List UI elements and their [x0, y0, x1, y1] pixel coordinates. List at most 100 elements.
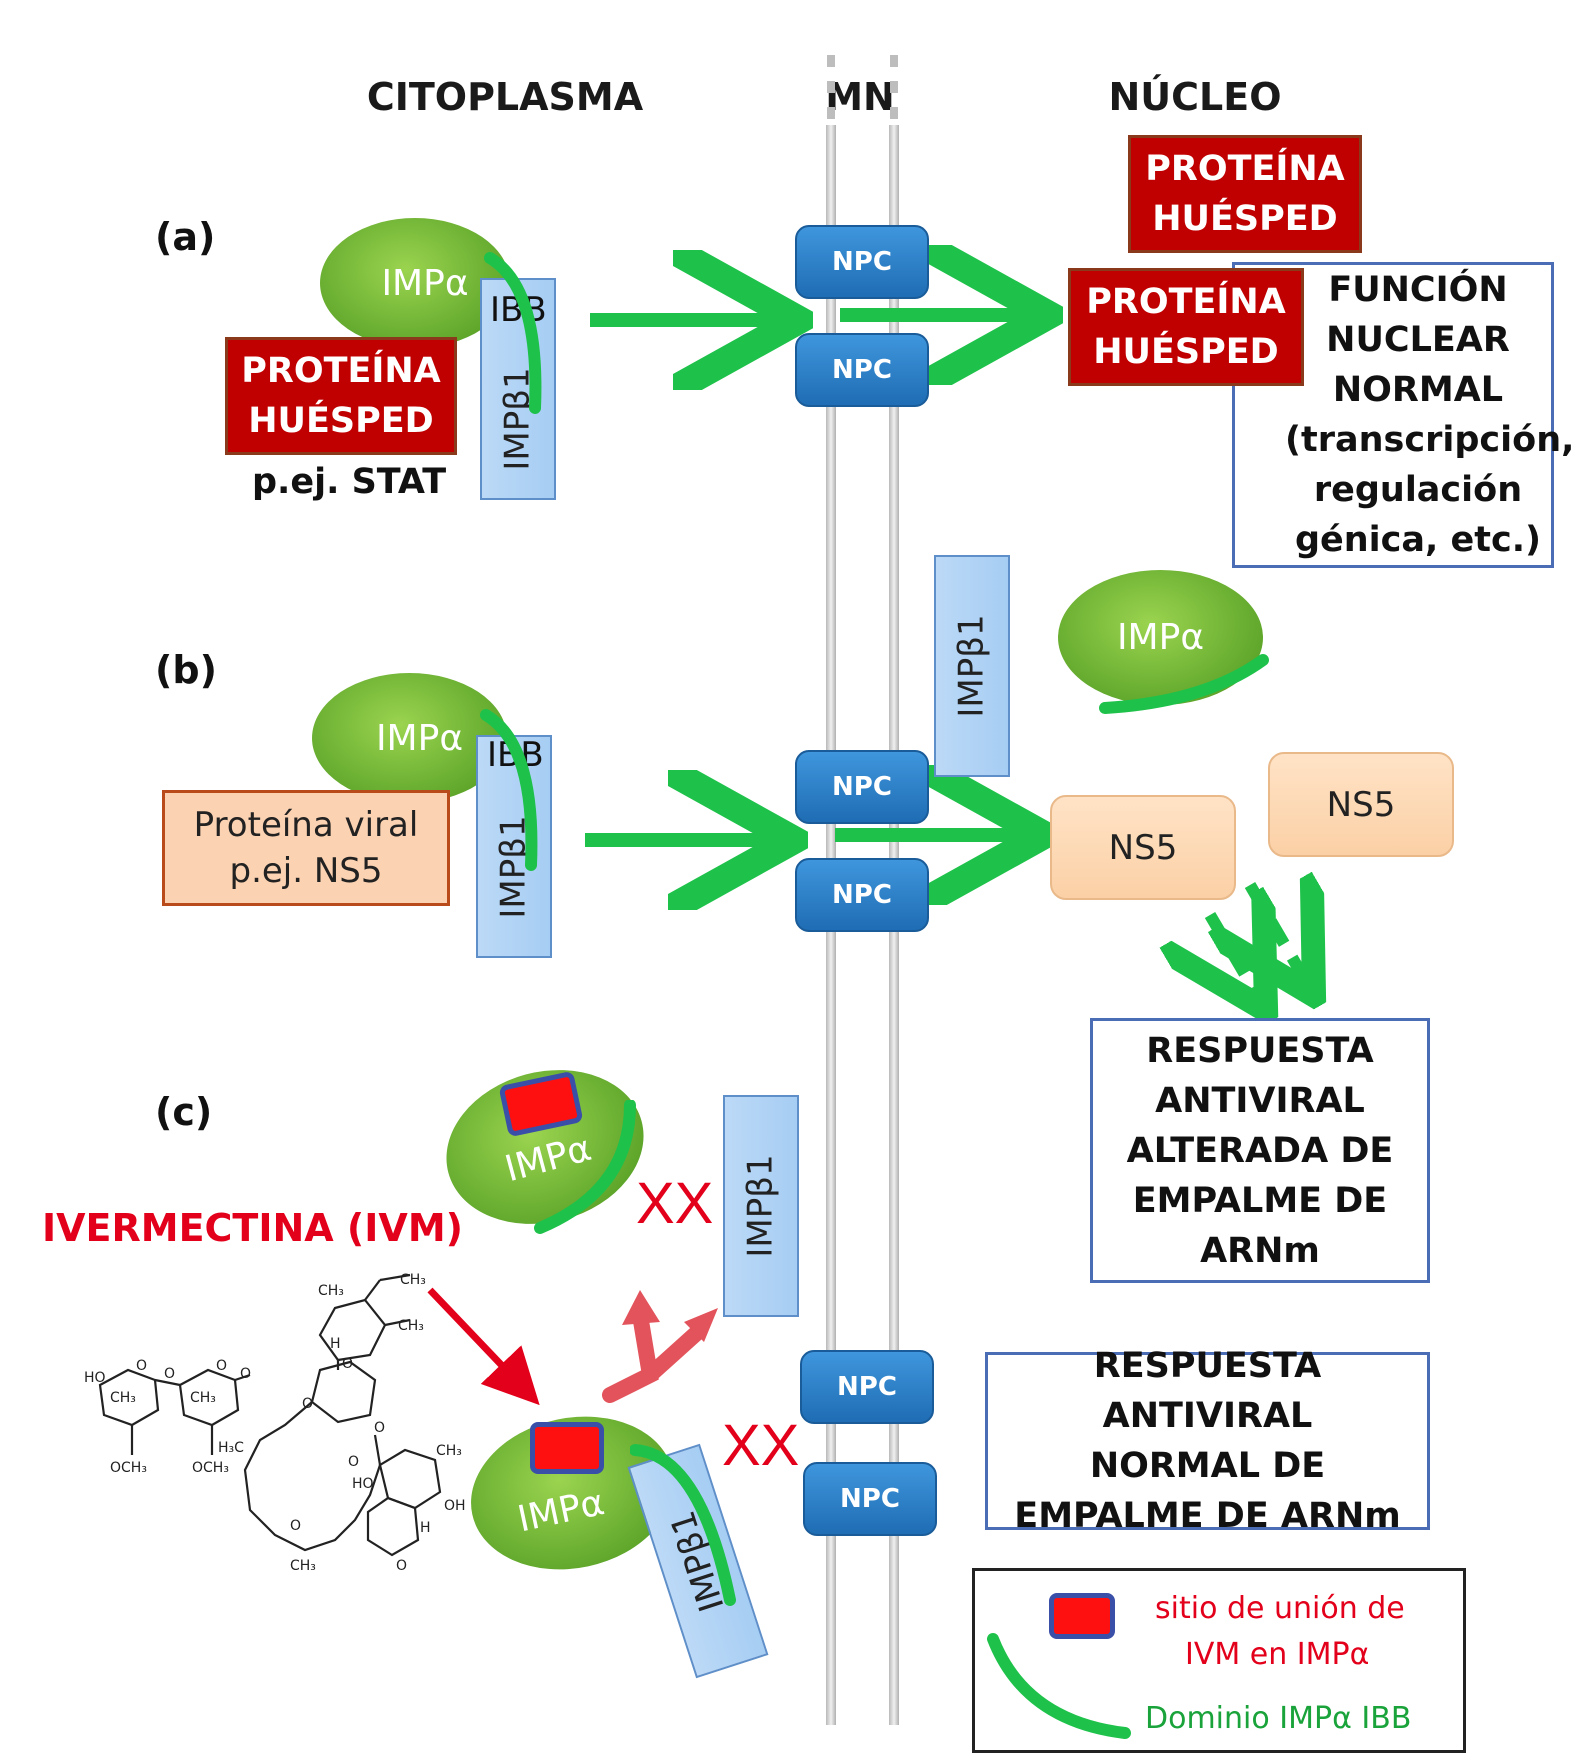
legend-binding-site-line2: IVM en IMPα: [1185, 1637, 1370, 1672]
function-line: regulación: [1313, 470, 1523, 510]
response-line: RESPUESTA: [1146, 1030, 1374, 1071]
normal-response-box: RESPUESTA ANTIVIRAL NORMAL DE EMPALME DE…: [985, 1346, 1430, 1536]
imp-alpha-label: IMPα: [514, 1481, 608, 1540]
membrane-dashes: [827, 55, 898, 125]
mol-label: OCH₃: [110, 1460, 147, 1476]
imp-alpha-label: IMPα: [1116, 617, 1205, 658]
imp-alpha-label: IMPα: [375, 717, 464, 759]
mol-label: CH₃: [318, 1283, 344, 1299]
imp-beta-nucleus: IMPβ1: [934, 555, 1010, 777]
ibb-domain-nucleus: [1099, 654, 1269, 714]
mol-label: H: [420, 1520, 431, 1536]
npc-c-bottom: NPC: [803, 1462, 937, 1536]
imp-beta-label: IMPβ1: [741, 1154, 782, 1258]
npc-c-top: NPC: [800, 1350, 934, 1424]
mol-label: O: [374, 1420, 385, 1436]
imp-beta-a: IMPβ1: [480, 278, 556, 500]
legend-ibb-swatch: [987, 1633, 1131, 1739]
host-line2: HUÉSPED: [248, 401, 434, 441]
response-line: EMPALME DE ARNm: [1014, 1496, 1401, 1536]
response-line: NORMAL DE: [1089, 1446, 1326, 1486]
response-line: ANTIVIRAL: [1155, 1080, 1365, 1121]
mol-label: HO: [84, 1370, 106, 1386]
imp-beta-c-top: IMPβ1: [723, 1095, 799, 1317]
mol-label: O: [216, 1358, 227, 1374]
host-protein-a: PROTEÍNA HUÉSPED: [225, 337, 457, 455]
altered-response-box: RESPUESTA ANTIVIRAL ALTERADA DE EMPALME …: [1090, 1018, 1430, 1283]
viral-line2: p.ej. NS5: [229, 851, 383, 891]
example-stat: p.ej. STAT: [252, 462, 447, 502]
npc-a-bottom: NPC: [795, 333, 929, 407]
mol-label: O: [136, 1358, 147, 1374]
nuc-host2-line1: PROTEÍNA: [1086, 282, 1286, 322]
ibb-domain-a: [484, 252, 542, 414]
mol-label: OH: [444, 1498, 466, 1514]
nuclear-host-protein-bottom: PROTEÍNA HUÉSPED: [1068, 268, 1304, 386]
panel-label-a: (a): [155, 215, 216, 259]
legend-ibb-domain: Dominio IMPα IBB: [1145, 1701, 1412, 1736]
mol-label: CH₃: [436, 1443, 462, 1459]
viral-line1: Proteína viral: [193, 805, 419, 845]
arrow-b-dashed-1: [1210, 915, 1260, 1000]
host-line1: PROTEÍNA: [241, 351, 441, 391]
viral-protein-box: Proteína viral p.ej. NS5: [162, 790, 450, 906]
mol-label: OCH₃: [192, 1460, 229, 1476]
nuc-host-line1: PROTEÍNA: [1145, 149, 1345, 189]
arrow-ivm: [427, 1287, 540, 1406]
mol-label: O: [240, 1366, 251, 1382]
ns5-box-b: NS5: [1268, 752, 1454, 857]
npc-b-bottom: NPC: [795, 858, 929, 932]
npc-a-top: NPC: [795, 225, 929, 299]
response-line: ALTERADA DE: [1126, 1130, 1394, 1171]
arrow-fork-head-left: [622, 1290, 660, 1325]
mol-label: O: [302, 1396, 313, 1412]
ibb-domain-c-top: [534, 1100, 636, 1234]
mol-label: O: [348, 1454, 359, 1470]
nuclear-host-protein-top: PROTEÍNA HUÉSPED: [1128, 135, 1362, 253]
function-line: FUNCIÓN: [1328, 270, 1508, 310]
mol-label: CH₃: [290, 1558, 316, 1574]
mol-label: O: [290, 1518, 301, 1534]
legend-box: sitio de unión de IVM en IMPα Dominio IM…: [972, 1568, 1466, 1753]
function-line: (transcripción,: [1285, 420, 1575, 460]
legend-binding-site-line1: sitio de unión de: [1155, 1591, 1405, 1626]
arrow-b-dashed-2: [1250, 885, 1308, 985]
mol-label: O: [164, 1366, 175, 1382]
ibb-domain-c-bottom: [630, 1444, 736, 1606]
mol-label: CH₃: [110, 1390, 136, 1406]
imp-alpha-a: IMPα: [320, 218, 510, 348]
mol-label: O: [396, 1558, 407, 1574]
mol-label: CH₃: [400, 1272, 426, 1288]
nuclear-function-box: FUNCIÓN NUCLEAR NORMAL (transcripción, r…: [1232, 262, 1575, 568]
ns5-box-a: NS5: [1050, 795, 1236, 900]
panel-label-b: (b): [155, 648, 217, 692]
npc-b-top: NPC: [795, 750, 929, 824]
response-line: EMPALME DE: [1132, 1180, 1388, 1221]
legend-binding-site-swatch: [1049, 1593, 1115, 1639]
panel-label-c: (c): [155, 1090, 213, 1134]
header-membrane: MN: [825, 75, 895, 119]
nuc-host2-line2: HUÉSPED: [1093, 332, 1279, 372]
header-nucleus: NÚCLEO: [1108, 75, 1282, 119]
nuc-host-line2: HUÉSPED: [1152, 199, 1338, 239]
response-line: RESPUESTA ANTIVIRAL: [1093, 1346, 1322, 1436]
imp-alpha-label: IMPα: [381, 262, 469, 304]
block-marker-bottom: XX: [722, 1413, 800, 1478]
ibb-domain-b: [480, 709, 538, 871]
ivm-binding-site-bottom: [530, 1422, 604, 1474]
block-marker-top: XX: [636, 1171, 714, 1236]
mol-label: HO: [352, 1476, 374, 1492]
imp-beta-b: IMPβ1: [476, 735, 552, 958]
header-cytoplasm: CITOPLASMA: [366, 75, 644, 119]
function-line: NORMAL: [1332, 370, 1504, 410]
response-line: ARNm: [1200, 1230, 1320, 1271]
arrow-fork: [602, 1307, 708, 1403]
function-line: génica, etc.): [1294, 520, 1542, 560]
mol-label: O: [342, 1356, 353, 1372]
mol-label: H: [330, 1336, 341, 1352]
mol-label: CH₃: [398, 1318, 424, 1334]
mol-label: CH₃: [190, 1390, 216, 1406]
function-line: NUCLEAR: [1326, 320, 1510, 360]
imp-alpha-b: IMPα: [312, 673, 507, 803]
